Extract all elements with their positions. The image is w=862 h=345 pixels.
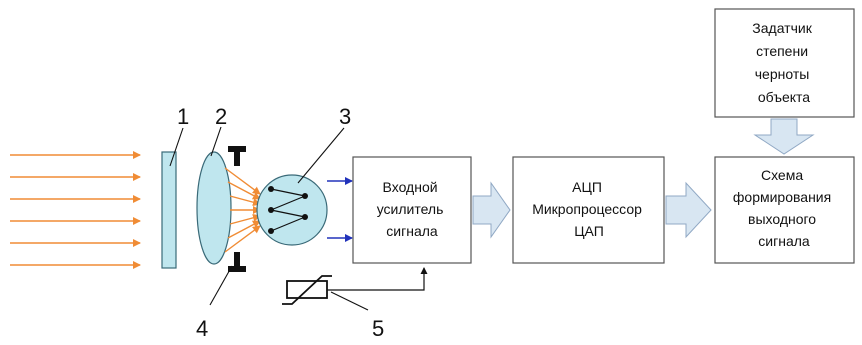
filter-window [161,151,177,269]
aperture-bottom-bar [228,266,246,272]
block-arrow-amp-to-mcu [472,181,511,239]
leader-5 [330,291,369,311]
emissivity-setter-label: Задатчик степени черноты объекта [752,20,815,105]
adc-microprocessor-dac-label: АЦП Микропроцессор ЦАП [532,179,646,239]
callout-1: 1 [177,104,189,129]
lens [196,151,232,265]
thermistor [282,267,428,305]
thermistor-wire [327,267,428,291]
input-amplifier-label: Входной усилитель сигнала [377,179,448,239]
leader-2 [210,126,222,157]
detector [256,174,328,246]
block-arrow-mcu-to-output [665,181,712,239]
focused-rays [224,167,261,253]
output-forming-block [714,156,855,264]
input-amplifier-block [352,156,472,264]
aperture-bottom-stem [234,252,240,266]
thermocouple-junctions [268,186,308,234]
aperture-top-stem [234,152,240,166]
leader-1 [169,127,184,167]
callout-2: 2 [215,104,227,129]
adc-microprocessor-dac-block [512,156,665,264]
leader-3 [297,127,345,184]
callout-5: 5 [372,316,384,341]
callout-3: 3 [339,104,351,129]
incoming-radiation-arrows [10,151,141,269]
emissivity-setter-block [714,8,855,118]
block-arrow-setter-to-output [753,118,815,155]
aperture-top-bar [228,146,246,152]
aperture-stops [228,146,246,272]
detector-housing [256,174,328,246]
leader-4 [209,265,233,306]
output-forming-label: Схема формирования выходного сигнала [733,167,835,249]
callout-leaders [169,126,369,311]
callout-4: 4 [196,316,208,341]
thermistor-slash [282,275,332,305]
